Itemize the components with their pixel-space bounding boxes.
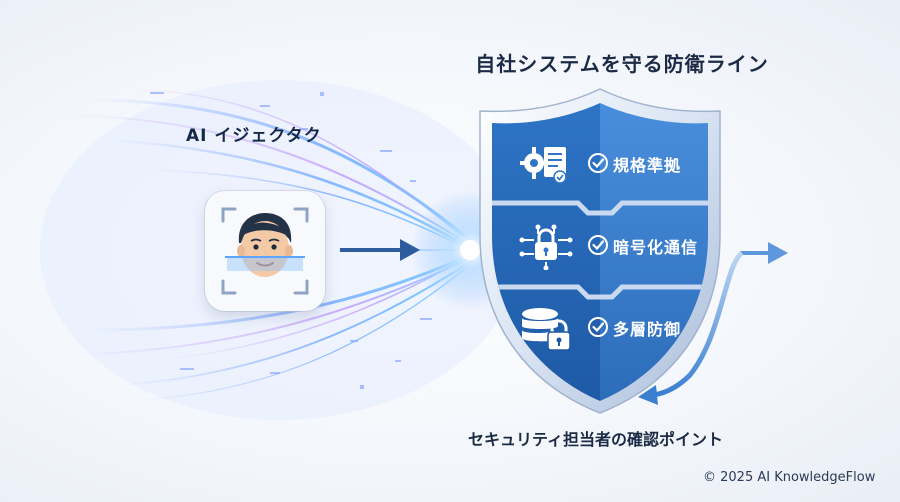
copyright-text: © 2025 AI KnowledgeFlow: [703, 470, 876, 485]
face-scan-card: [205, 191, 325, 311]
shield-row-label-defense: 多層防御: [613, 320, 682, 339]
gear-document-icon: [520, 147, 567, 184]
flow-arrow: [340, 239, 420, 261]
shield-row-label-compliance: 規格準拠: [613, 156, 682, 175]
face-scan-icon: [221, 207, 309, 295]
lock-circuit-icon: [519, 224, 573, 270]
shield-row-label-encryption: 暗号化通信: [613, 238, 699, 257]
security-checkpoints-title: セキュリティ担当者の確認ポイント: [468, 430, 724, 449]
check-circle-icon: [588, 317, 608, 337]
page-title: 自社システムを守る防衛ライン: [475, 52, 769, 76]
check-circle-icon: [588, 153, 608, 173]
layered-lock-icon: [522, 308, 571, 351]
check-circle-icon: [588, 235, 608, 255]
curved-flow-arrows: [638, 242, 788, 405]
ai-injection-label: AI イジェクタク: [186, 126, 322, 146]
